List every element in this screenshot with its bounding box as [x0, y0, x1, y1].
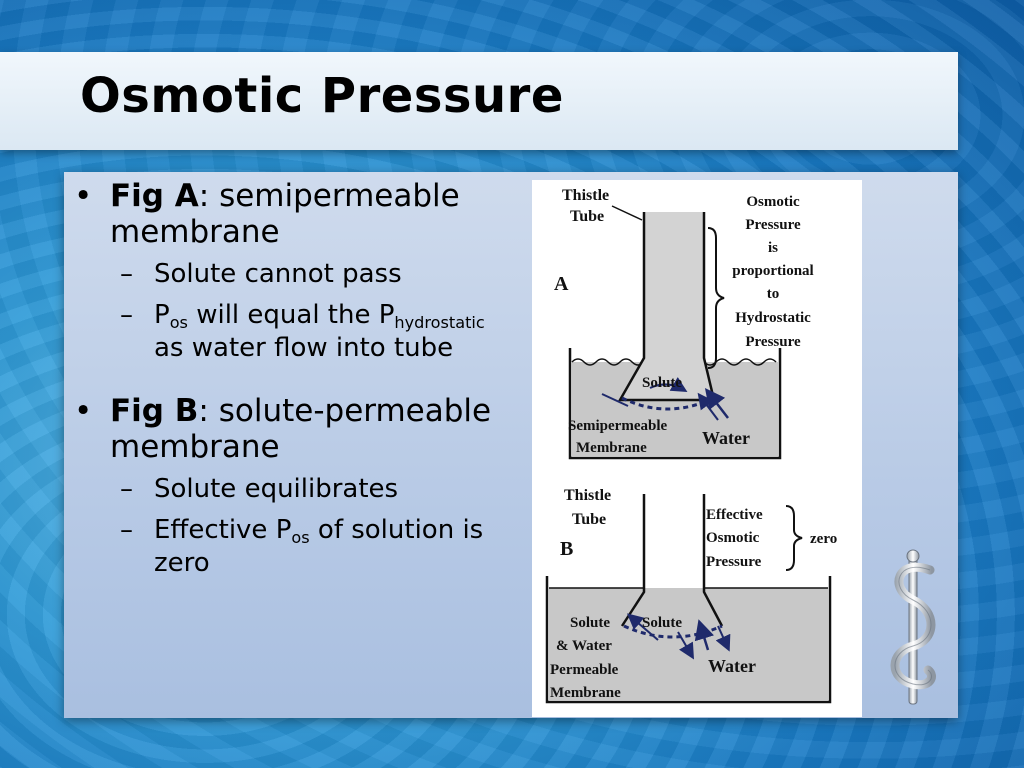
water-arrow-a2 [697, 392, 719, 421]
label-solute: Solute [570, 615, 610, 631]
label-water: Water [708, 656, 756, 676]
sub-bullet: – Solute cannot pass [70, 258, 520, 291]
solute-arrow-a [649, 377, 688, 393]
label-tube: Tube [570, 208, 604, 225]
label-pressure-2: Pressure [745, 334, 801, 350]
sub-bullet-text: P [154, 300, 170, 330]
slide-title: Osmotic Pressure [80, 68, 564, 124]
label-tube: Tube [572, 511, 606, 528]
water-arrow-b2 [715, 625, 731, 652]
label-figure-b: B [560, 538, 573, 560]
water-arrow-b [694, 619, 714, 651]
figure-b: Thistle Tube B Effective Osmotic Pressur… [545, 487, 837, 704]
sub-bullet-text: Solute equilibrates [154, 474, 399, 504]
sub-bullet-dash: – [120, 515, 133, 545]
sub-bullet-dash: – [120, 474, 133, 504]
label-water: Water [702, 428, 750, 448]
title-band [0, 52, 958, 150]
label-membrane: Membrane [576, 440, 647, 456]
bullet-fig-a: • Fig A: semipermeable membrane [70, 178, 520, 250]
label-osmotic: Osmotic [746, 194, 800, 210]
solute-arrow-b [626, 613, 659, 641]
sub-bullet-text: Effective P [154, 515, 292, 545]
sub-bullet-dash: – [120, 300, 133, 330]
bullet-label: Fig A [110, 178, 199, 214]
label-osmotic: Osmotic [706, 530, 760, 546]
sub-bullet-text: will equal the P [187, 300, 395, 330]
beaker-b [545, 576, 832, 704]
label-effective: Effective [706, 507, 763, 523]
sub-bullet: – Effective Pos of solution is zero [70, 514, 520, 580]
sub-bullet: – Solute equilibrates [70, 473, 520, 506]
label-membrane: Membrane [550, 685, 621, 701]
label-zero: zero [810, 531, 837, 547]
label-pressure: Pressure [745, 217, 801, 233]
bullet-text: : solute-permeable membrane [110, 393, 492, 465]
pressure-brace-a [707, 227, 725, 369]
bullet-dot: • [74, 178, 93, 214]
sub-bullet-text: Solute cannot pass [154, 259, 402, 289]
label-permeable: Permeable [550, 662, 619, 678]
label-solute: Solute [642, 615, 682, 631]
bullet-dot: • [74, 393, 93, 429]
bullet-text: : semipermeable membrane [110, 178, 460, 250]
label-to: to [767, 286, 780, 302]
label-hydrostatic: Hydrostatic [735, 310, 811, 326]
pressure-brace-b [785, 505, 803, 571]
sub-bullet-text: of solution is zero [154, 515, 484, 578]
bullet-fig-b: • Fig B: solute-permeable membrane [70, 393, 520, 465]
caduceus-icon [878, 548, 948, 708]
label-is: is [768, 240, 778, 256]
subscript: hydrostatic [394, 312, 485, 332]
label-proportional: proportional [732, 263, 813, 279]
sub-bullet-dash: – [120, 259, 133, 289]
subscript: os [291, 527, 310, 547]
label-solute: Solute [642, 375, 682, 391]
beaker-a [568, 348, 782, 460]
label-semipermeable: Semipermeable [568, 418, 667, 434]
osmosis-figure: Thistle Tube A Osmotic Pressure is propo… [532, 180, 862, 717]
label-thistle: Thistle [564, 487, 611, 504]
bullet-list: • Fig A: semipermeable membrane – Solute… [70, 178, 520, 580]
sub-bullet-text: as water flow into tube [154, 333, 454, 363]
bullet-label: Fig B [110, 393, 199, 429]
figure-a: Thistle Tube A Osmotic Pressure is propo… [554, 187, 814, 460]
label-figure-a: A [554, 273, 569, 295]
solute-arrow-b2 [677, 631, 695, 660]
sub-bullet: – Pos will equal the Phydrostatic as wat… [70, 299, 520, 365]
label-thistle: Thistle [562, 187, 609, 204]
label-and-water: & Water [556, 638, 612, 654]
membrane-b [623, 624, 723, 639]
subscript: os [169, 312, 188, 332]
label-pressure: Pressure [706, 554, 762, 570]
